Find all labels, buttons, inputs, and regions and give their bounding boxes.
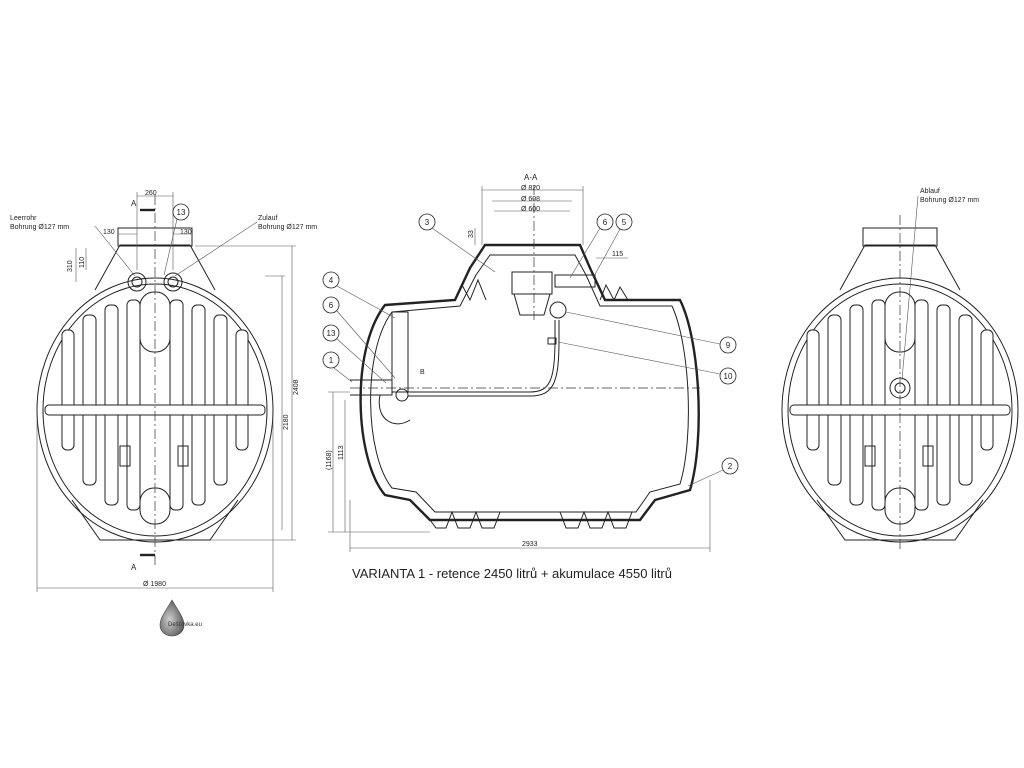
callout-6-left: 6 [322, 296, 340, 314]
callout-13-center: 13 [322, 324, 340, 342]
svg-text:1: 1 [329, 356, 334, 365]
dim-820: Ø 820 [521, 185, 540, 192]
dim-310: 310 [67, 260, 74, 272]
dim-130-right: 130 [180, 229, 192, 236]
inlet-bend [378, 394, 411, 425]
svg-text:3: 3 [425, 218, 430, 227]
callout-6-top: 6 [596, 213, 614, 231]
dim-1113: 1113 [338, 445, 345, 460]
svg-text:9: 9 [726, 341, 731, 350]
overflow-pipe [554, 274, 596, 288]
dim-2408: 2408 [293, 379, 300, 395]
svg-text:5: 5 [622, 218, 627, 227]
callout-3: 3 [418, 213, 436, 231]
svg-text:10: 10 [724, 372, 733, 381]
dim-2933: 2933 [522, 541, 538, 548]
dim-1980: Ø 1980 [143, 581, 166, 588]
svg-text:13: 13 [327, 329, 336, 338]
section-marker-top: A [131, 199, 137, 208]
right-view: Ablauf Bohrung Ø127 mm [781, 188, 1019, 550]
right-tank-ribs [789, 291, 1011, 525]
callout-13-left: 13 [172, 203, 190, 221]
center-bottom-ribs [429, 510, 633, 529]
filter-housing [511, 271, 553, 295]
dim-608: Ø 608 [521, 196, 540, 203]
svg-text:6: 6 [329, 301, 334, 310]
callout-1: 1 [322, 351, 340, 369]
dim-2180: 2180 [283, 414, 290, 430]
right-tank-dome [839, 244, 961, 291]
dim-115: 115 [612, 251, 623, 258]
svg-text:4: 4 [329, 276, 334, 285]
center-tank-shell [359, 243, 700, 522]
left-zulauf-port [163, 272, 183, 292]
ablauf-bohrung-label: Bohrung Ø127 mm [920, 197, 979, 204]
dim-1168: (1168) [326, 450, 333, 470]
dim-110: 110 [79, 257, 86, 268]
center-section-view: A-A Ø 820 Ø 608 Ø 600 33 115 B [322, 173, 739, 552]
leerrohr-bohrung-label: Bohrung Ø127 mm [10, 224, 69, 231]
callout-10: 10 [719, 367, 737, 385]
center-tank-inner [370, 254, 689, 513]
left-leerrohr-port [127, 272, 147, 292]
callout-9: 9 [719, 336, 737, 354]
inner-riser-pipe [391, 311, 409, 393]
svg-text:2: 2 [728, 462, 733, 471]
fitting-b [395, 388, 409, 402]
dim-33: 33 [468, 230, 475, 238]
left-tank-slot [177, 445, 189, 467]
left-view: A A 260 130 130 310 110 2180 2408 Ø 1980… [10, 190, 317, 592]
dim-600: Ø 600 [521, 206, 540, 213]
float-ball [549, 301, 567, 319]
dim-260: 260 [145, 190, 157, 197]
section-marker-bottom: A [131, 563, 137, 572]
dim-130-left: 130 [103, 229, 115, 236]
center-top-ribs [454, 278, 629, 302]
raindrop-icon [159, 599, 185, 637]
zulauf-bohrung-label: Bohrung Ø127 mm [258, 224, 317, 231]
callout-5: 4 [322, 271, 340, 289]
svg-text:13: 13 [177, 208, 186, 217]
svg-text:6: 6 [603, 218, 608, 227]
logo-text: Dešťovka.eu [168, 622, 202, 628]
callout-2: 2 [721, 457, 739, 475]
diagram-caption: VARIANTA 1 - retence 2450 litrů + akumul… [352, 566, 672, 581]
filter-basket [513, 293, 551, 316]
float-valve [547, 337, 557, 345]
desttovka-logo [159, 599, 185, 637]
inlet-pipe [350, 379, 393, 396]
suction-hose [408, 320, 556, 393]
ablauf-label: Ablauf [920, 188, 940, 195]
zulauf-label: Zulauf [258, 215, 278, 222]
left-tank-inner-outline [42, 283, 268, 537]
label-b: B [420, 369, 425, 376]
section-label: A-A [524, 173, 538, 182]
leerrohr-label: Leerrohr [10, 215, 37, 222]
left-tank-slot [119, 445, 131, 467]
callout-4: 5 [615, 213, 633, 231]
